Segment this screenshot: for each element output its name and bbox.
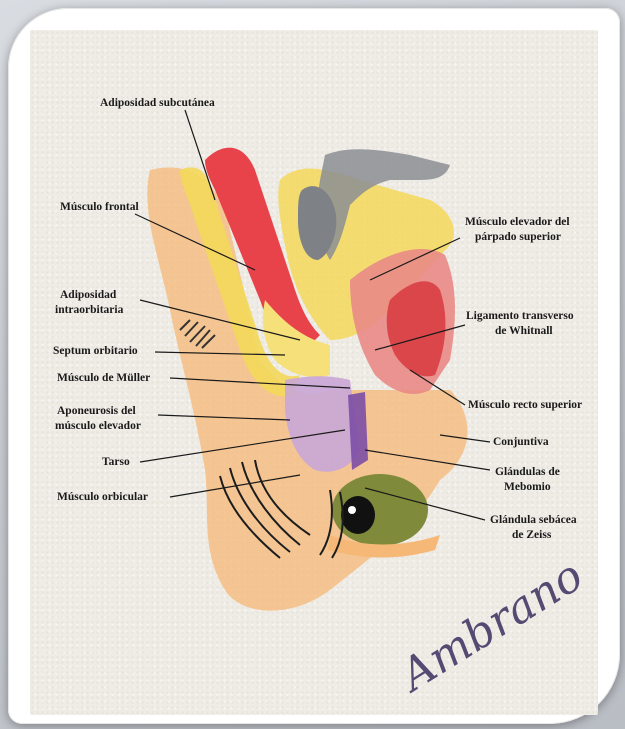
label-glandulas-1: Glándulas de <box>495 465 560 480</box>
label-adiposidad-intraorbitaria-1: Adiposidad <box>60 288 116 303</box>
label-adiposidad-subcutanea: Adiposidad subcutánea <box>100 96 215 111</box>
label-aponeurosis-1: Aponeurosis del <box>57 404 136 419</box>
label-musculo-muller: Músculo de Müller <box>57 371 150 386</box>
label-musculo-frontal: Músculo frontal <box>60 200 139 215</box>
pupil-highlight <box>348 506 356 514</box>
pupil <box>341 496 375 534</box>
label-conjuntiva: Conjuntiva <box>493 435 549 450</box>
label-musculo-elevador-2: párpado superior <box>475 230 561 245</box>
label-ligamento-1: Ligamento transverso <box>466 309 574 324</box>
label-tarso: Tarso <box>102 455 130 470</box>
label-musculo-orbicular: Músculo orbicular <box>57 490 148 505</box>
label-glandula-sebacea-1: Glándula sebácea <box>490 513 577 528</box>
label-glandula-sebacea-2: de Zeiss <box>512 528 551 543</box>
label-musculo-elevador-1: Músculo elevador del <box>465 215 570 230</box>
label-septum-orbitario: Septum orbitario <box>53 344 138 359</box>
label-glandulas-2: Mebomio <box>504 480 551 495</box>
drawing-paper: Adiposidad subcutánea Músculo frontal Ad… <box>30 30 598 715</box>
label-ligamento-2: de Whitnall <box>495 324 553 339</box>
label-adiposidad-intraorbitaria-2: intraorbitaria <box>55 303 123 318</box>
label-musculo-recto-superior: Músculo recto superior <box>468 398 582 413</box>
label-aponeurosis-2: músculo elevador <box>55 419 141 434</box>
